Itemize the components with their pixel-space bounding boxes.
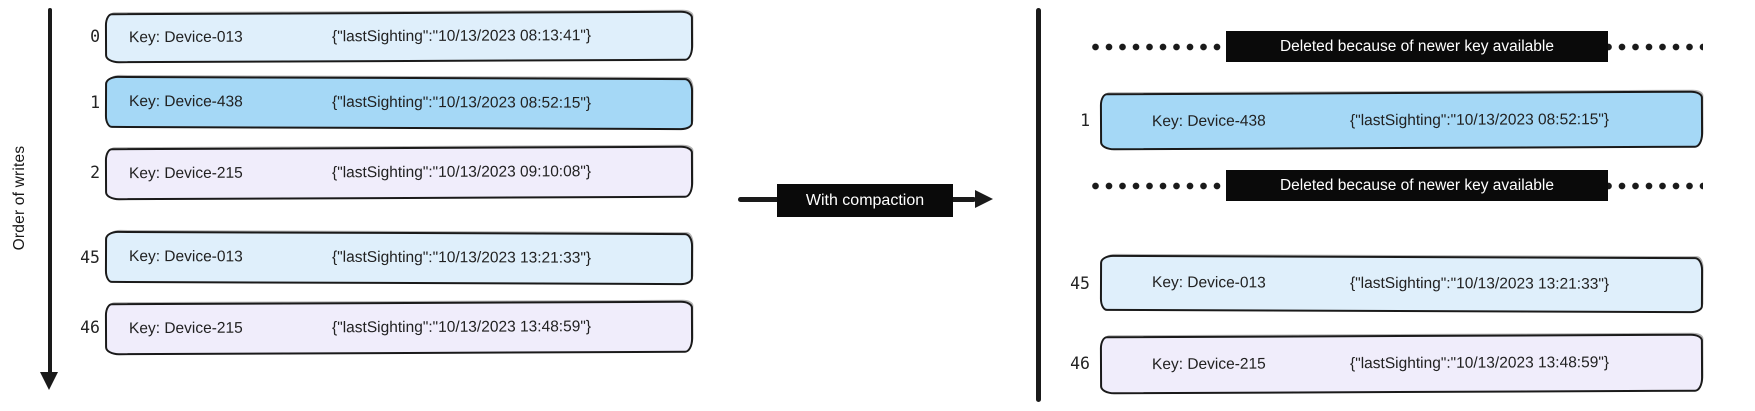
record-value: {"lastSighting":"10/13/2023 13:48:59"} [1349, 354, 1610, 373]
log-record-row: Key: Device-013 {"lastSighting":"10/13/2… [104, 230, 694, 286]
write-order-number: 1 [1080, 111, 1090, 130]
log-record-row: Key: Device-438 {"lastSighting":"10/13/2… [104, 75, 694, 131]
log-record-row: Key: Device-013 {"lastSighting":"10/13/2… [104, 10, 694, 64]
down-arrow-icon [40, 372, 59, 390]
with-compaction-label: With compaction [777, 184, 953, 217]
record-value: {"lastSighting":"10/13/2023 08:52:15"} [331, 93, 592, 112]
write-order-number: 46 [1070, 354, 1090, 373]
deleted-record-row: Deleted because of newer key available [1092, 170, 1703, 201]
record-value: {"lastSighting":"10/13/2023 09:10:08"} [331, 163, 592, 182]
write-order-number: 2 [90, 163, 100, 182]
record-value: {"lastSighting":"10/13/2023 08:13:41"} [331, 27, 592, 46]
record-key: Key: Device-438 [128, 92, 243, 111]
write-order-number: 45 [1070, 274, 1090, 293]
record-value: {"lastSighting":"10/13/2023 13:48:59"} [331, 318, 592, 337]
log-record-row: Key: Device-215 {"lastSighting":"10/13/2… [104, 300, 694, 356]
order-of-writes-axis-label: Order of writes [11, 145, 28, 251]
record-key: Key: Device-215 [1151, 355, 1266, 374]
log-record-row: Key: Device-013 {"lastSighting":"10/13/2… [1099, 254, 1704, 314]
write-order-number: 1 [90, 93, 100, 112]
right-arrow-icon [975, 189, 993, 208]
record-value: {"lastSighting":"10/13/2023 13:21:33"} [331, 248, 592, 267]
record-key: Key: Device-438 [1151, 112, 1266, 130]
deleted-record-row: Deleted because of newer key available [1092, 31, 1703, 62]
write-order-number: 45 [80, 248, 100, 267]
write-order-number: 46 [80, 318, 100, 337]
compacted-log-boundary-line [1036, 8, 1041, 402]
record-key: Key: Device-013 [128, 247, 243, 266]
order-of-writes-arrow-shaft [47, 8, 53, 374]
record-key: Key: Device-013 [1151, 274, 1266, 292]
deleted-record-label: Deleted because of newer key available [1226, 170, 1608, 201]
write-order-number: 0 [90, 27, 100, 46]
record-key: Key: Device-215 [128, 164, 243, 183]
record-key: Key: Device-013 [128, 28, 243, 47]
log-record-row: Key: Device-438 {"lastSighting":"10/13/2… [1099, 90, 1704, 151]
record-value: {"lastSighting":"10/13/2023 08:52:15"} [1349, 110, 1610, 129]
record-value: {"lastSighting":"10/13/2023 13:21:33"} [1349, 274, 1610, 293]
record-key: Key: Device-215 [128, 319, 243, 338]
log-record-row: Key: Device-215 {"lastSighting":"10/13/2… [1099, 333, 1704, 395]
log-record-row: Key: Device-215 {"lastSighting":"10/13/2… [104, 145, 694, 201]
deleted-record-label: Deleted because of newer key available [1226, 31, 1608, 62]
